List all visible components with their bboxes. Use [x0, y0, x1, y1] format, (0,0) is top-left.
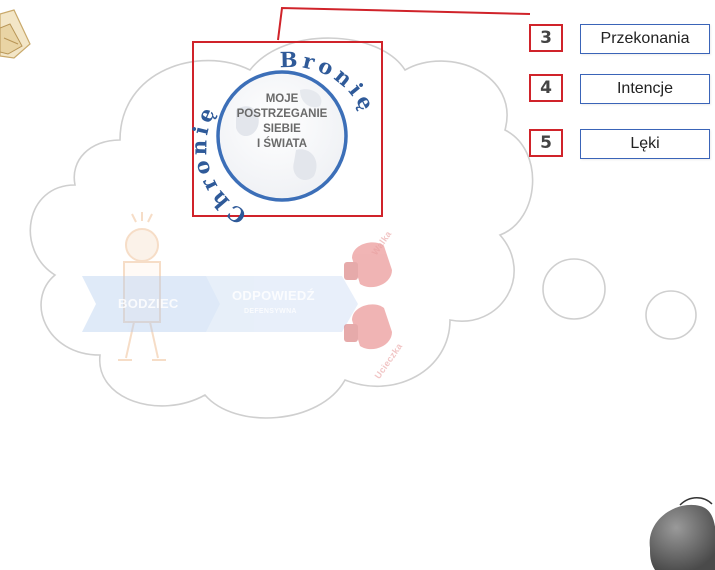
thought-bubble-small	[645, 290, 697, 340]
item-3-label[interactable]: Przekonania	[580, 24, 710, 54]
cards-decoration	[0, 9, 31, 59]
globe-text-line-1: MOJE	[265, 93, 299, 105]
globe-text-line-2: POSTRZEGANIE	[236, 108, 328, 120]
globe-frame	[192, 41, 383, 217]
stimulus-response-arrow	[82, 276, 358, 332]
item-3-number: 3	[529, 24, 563, 52]
boxing-gloves	[344, 242, 392, 350]
globe-text-line-4: I ŚWIATA	[256, 138, 308, 150]
arrow-right-sublabel: DEFENSYWNA	[244, 308, 297, 315]
item-4-label[interactable]: Intencje	[580, 74, 710, 104]
stick-figure	[118, 212, 166, 361]
item-5-label[interactable]: Lęki	[580, 129, 710, 159]
globe-text-line-3: SIEBIE	[263, 123, 301, 135]
arrow-left-label: BODZIEC	[118, 296, 179, 311]
globe-center-text: MOJE POSTRZEGANIE SIEBIE I ŚWIATA	[224, 92, 340, 152]
thought-bubble-large	[542, 258, 606, 320]
item-5-number: 5	[529, 129, 563, 157]
connector-line	[277, 6, 531, 41]
arrow-right-label: ODPOWIEDŹ	[232, 288, 315, 303]
rock-decoration	[649, 497, 715, 570]
globe	[216, 70, 348, 202]
item-4-number: 4	[529, 74, 563, 102]
